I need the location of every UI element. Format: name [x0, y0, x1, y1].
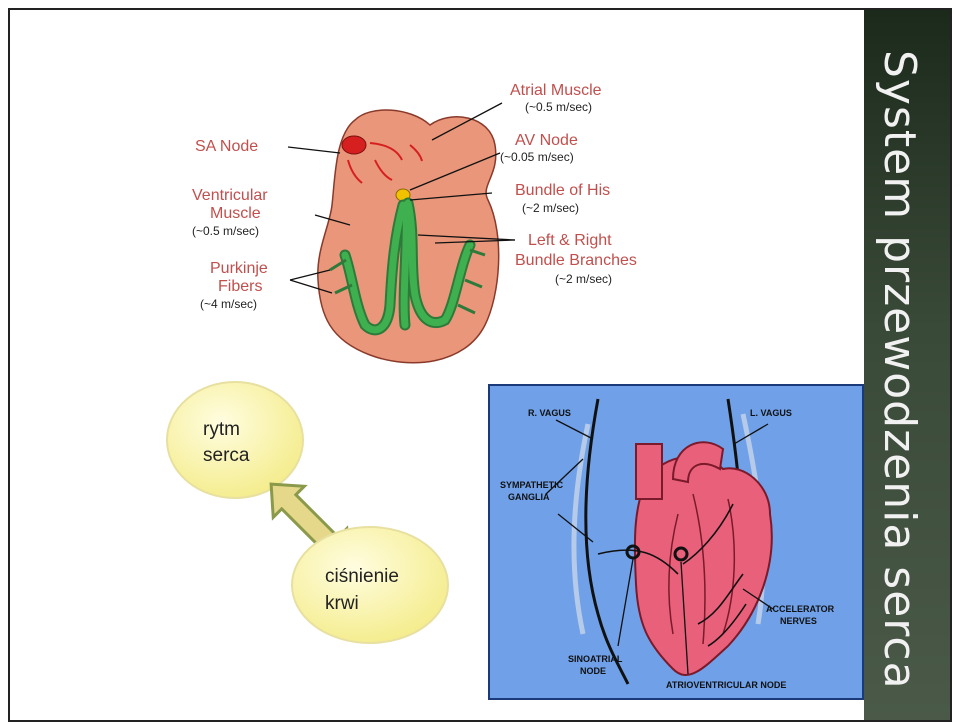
- label-sinoatrial-2: NODE: [580, 666, 606, 676]
- label-accelerator-2: NERVES: [780, 616, 817, 626]
- speed-purkinje: (~4 m/sec): [200, 297, 257, 311]
- label-atrioventricular: ATRIOVENTRICULAR NODE: [666, 680, 786, 690]
- bubble-bottom-line1: ciśnienie: [325, 566, 399, 587]
- bubble-bottom-line2: krwi: [325, 593, 359, 614]
- label-atrial-muscle: Atrial Muscle: [510, 82, 602, 99]
- label-ventricular-1: Ventricular: [192, 187, 268, 204]
- label-av-node: AV Node: [515, 132, 578, 149]
- speed-atrial-muscle: (~0.5 m/sec): [525, 100, 592, 114]
- sa-node: [342, 136, 366, 154]
- label-l-vagus: L. VAGUS: [750, 408, 792, 418]
- label-ventricular-2: Muscle: [210, 205, 261, 222]
- speed-bundle-branches: (~2 m/sec): [555, 272, 612, 286]
- cardiac-innervation-diagram: R. VAGUS L. VAGUS SYMPATHETIC GANGLIA AC…: [488, 384, 864, 700]
- label-bundle-branches-2: Bundle Branches: [515, 252, 637, 269]
- label-accelerator-1: ACCELERATOR: [766, 604, 835, 614]
- label-sympathetic-1: SYMPATHETIC: [500, 480, 564, 490]
- slide: SA Node Atrial Muscle (~0.5 m/sec) AV No…: [8, 8, 952, 722]
- label-bundle-of-his: Bundle of His: [515, 182, 610, 199]
- bubble-top-line2: serca: [203, 445, 250, 466]
- label-sinoatrial-1: SINOATRIAL: [568, 654, 623, 664]
- label-bundle-branches-1: Left & Right: [528, 232, 612, 249]
- speed-ventricular: (~0.5 m/sec): [192, 224, 259, 238]
- label-purkinje-2: Fibers: [218, 278, 262, 295]
- label-purkinje-1: Purkinje: [210, 260, 268, 277]
- label-sa-node: SA Node: [195, 138, 258, 155]
- conduction-system-diagram: SA Node Atrial Muscle (~0.5 m/sec) AV No…: [170, 65, 690, 415]
- speed-av-node: (~0.05 m/sec): [500, 150, 574, 164]
- bubble-top-line1: rytm: [203, 419, 240, 440]
- title-sidebar: System przewodzenia serca: [864, 10, 950, 720]
- bubble-heart-rhythm: [167, 382, 303, 498]
- label-sympathetic-2: GANGLIA: [508, 492, 550, 502]
- speed-bundle-of-his: (~2 m/sec): [522, 201, 579, 215]
- label-r-vagus: R. VAGUS: [528, 408, 571, 418]
- slide-title: System przewodzenia serca: [874, 50, 925, 690]
- heart-rate-pressure-relation: rytm serca ciśnienie krwi: [165, 375, 465, 645]
